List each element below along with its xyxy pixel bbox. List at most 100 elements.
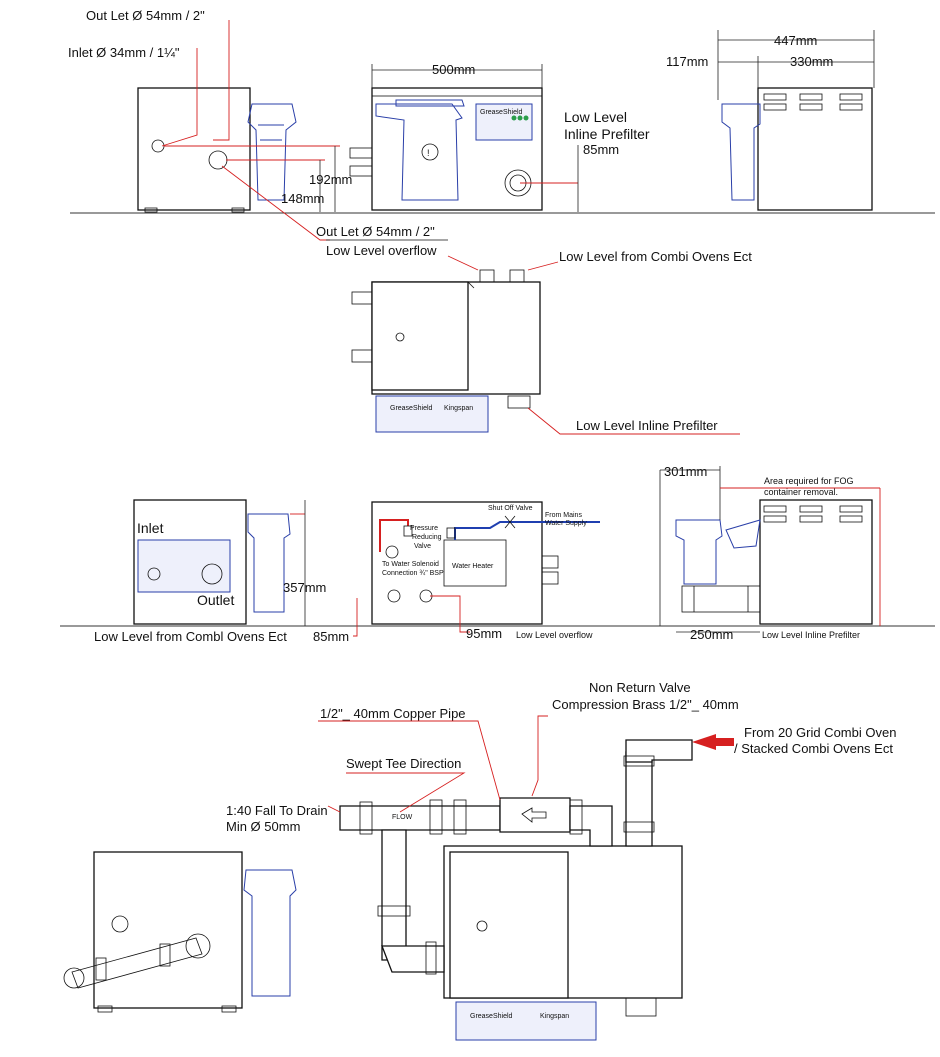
prefilter-front	[375, 103, 463, 201]
combl-leader	[353, 598, 358, 637]
lid-iso	[449, 851, 569, 999]
unit-iso-left	[93, 851, 243, 1009]
unit-plumbing-body	[371, 501, 543, 625]
unit-foot	[231, 207, 245, 213]
prefilter-iso-main	[625, 997, 657, 1017]
copper-pipe-label: 1/2"_ 40mm Copper Pipe	[320, 706, 466, 721]
outlet-label: Outlet	[197, 592, 234, 608]
unit-side-body-right	[757, 87, 873, 211]
inlet-label: Inlet	[137, 520, 164, 536]
unit-side-body-mid-right	[759, 499, 873, 625]
unit-side-body	[137, 87, 251, 211]
low-level-label-a: Low Level	[564, 109, 627, 125]
pressure-valve-c: Valve	[414, 543, 431, 550]
lid-knob-iso	[476, 920, 488, 932]
outlet-diameter-label: Out Let Ø 54mm / 2"	[86, 8, 205, 23]
low-level-combi-label: Low Level from Combi Ovens Ect	[559, 249, 752, 264]
side-view-right: 447mm 117mm 330mm	[666, 30, 875, 211]
svg-text:!: !	[427, 148, 430, 158]
prefilter-back	[247, 513, 291, 613]
drain-pipe	[339, 805, 501, 831]
swept-tee-leader	[346, 772, 466, 813]
brand-name-plan: GreaseShield	[390, 405, 433, 412]
low-level-overflow-label-2: Low Level overflow	[516, 630, 593, 640]
prefilter-hose	[681, 585, 761, 613]
from-grid-label-b: / Stacked Combi Ovens Ect	[734, 741, 893, 756]
dimension-330: 330mm	[790, 54, 833, 69]
front-view-centre: ! GreaseShield 500mm Low Level Inline Pr…	[349, 62, 650, 212]
info-icon	[421, 143, 439, 161]
back-panel	[137, 539, 231, 593]
prefilter-right	[721, 103, 761, 201]
shut-off-valve-icon	[504, 515, 516, 529]
low-level-combl-label: Low Level from Combl Ovens Ect	[94, 629, 287, 644]
inlet-diameter-label: Inlet Ø 34mm / 1¼"	[68, 45, 180, 60]
combi-leader	[527, 261, 559, 271]
dimension-250: 250mm	[690, 627, 733, 642]
solenoid-b: Connection ¾" BSP	[382, 570, 444, 577]
non-return-label-a: Non Return Valve	[589, 680, 691, 695]
non-return-leader	[531, 715, 548, 797]
low-level-prefilter-label-3: Low Level Inline Prefilter	[762, 630, 860, 640]
prefilter-container	[247, 103, 297, 201]
section-plan-view: GreaseShield Kingspan Low Level from Com…	[351, 249, 752, 435]
water-heater-box	[443, 539, 507, 587]
prefilter-iso-left	[243, 869, 297, 997]
overflow-leader-2	[430, 595, 470, 633]
prefilter-plan	[507, 395, 531, 409]
dimension-447: 447mm	[774, 33, 817, 48]
from-mains-b: Water Supply	[545, 520, 587, 527]
brand-small-iso: Kingspan	[540, 1013, 569, 1020]
outlet-leader	[213, 20, 230, 141]
dimension-85-top: 85mm	[583, 142, 619, 157]
non-return-valve-body	[499, 797, 571, 833]
flow-arrow-icon	[521, 807, 547, 823]
pressure-valve-b: Reducing	[412, 534, 442, 541]
dimension-357: 357mm	[283, 580, 326, 595]
brand-name: GreaseShield	[480, 109, 523, 116]
section-top-elevations: Out Let Ø 54mm / 2" Inlet Ø 34mm / 1¼" 1…	[68, 8, 935, 258]
fall-leader	[327, 805, 341, 813]
copper-pipe-leader	[318, 720, 501, 801]
prefilter-leader	[527, 407, 740, 435]
brand-small-plan: Kingspan	[444, 405, 473, 412]
low-level-prefilter-label-2: Low Level Inline Prefilter	[576, 418, 718, 433]
outlet-port-back	[201, 563, 223, 585]
lid-knob	[395, 332, 405, 342]
side-view-left: Out Let Ø 54mm / 2" Inlet Ø 34mm / 1¼" 1…	[68, 8, 448, 258]
pressure-valve-a: Pressure	[410, 525, 438, 532]
solenoid-a: To Water Solenoid	[382, 561, 439, 568]
dimension-500: 500mm	[432, 62, 475, 77]
brand-panel	[475, 103, 533, 141]
fall-label-b: Min Ø 50mm	[226, 819, 300, 834]
shut-off-valve-label: Shut Off Valve	[488, 505, 533, 512]
dimension-85-mid: 85mm	[313, 629, 349, 644]
fall-label-a: 1:40 Fall To Drain	[226, 803, 328, 818]
brand-panel-iso	[455, 1001, 597, 1041]
from-grid-label-a: From 20 Grid Combi Oven	[744, 725, 896, 740]
dimension-95: 95mm	[466, 626, 502, 641]
brand-name-iso: GreaseShield	[470, 1013, 513, 1020]
lid-panel	[371, 281, 469, 391]
prefilter-mid-right	[675, 519, 723, 585]
hot-water-pipe	[379, 519, 409, 552]
brand-panel-plan	[375, 395, 489, 433]
fog-label-a: Area required for FOG	[764, 476, 854, 486]
swept-tee-label: Swept Tee Direction	[346, 756, 461, 771]
low-level-label-b: Inline Prefilter	[564, 126, 650, 142]
inlet-leader	[161, 48, 198, 147]
unit-foot	[144, 207, 158, 213]
inlet-arrow-icon	[692, 734, 734, 750]
dimension-301: 301mm	[664, 464, 707, 479]
fog-label-b: container removal.	[764, 487, 838, 497]
low-level-overflow-label: Low Level overflow	[326, 243, 437, 258]
non-return-label-b: Compression Brass 1/2"_ 40mm	[552, 697, 739, 712]
section-mid-elevations: Inlet Outlet 357mm Low Level from Combl …	[60, 464, 935, 644]
pipe-iso-left	[71, 937, 203, 989]
dimension-148: 148mm	[281, 191, 324, 206]
from-mains-a: From Mains	[545, 512, 582, 519]
dimension-117: 117mm	[666, 54, 708, 69]
dimension-192: 192mm	[309, 172, 352, 187]
flow-word: FLOW	[392, 814, 413, 821]
